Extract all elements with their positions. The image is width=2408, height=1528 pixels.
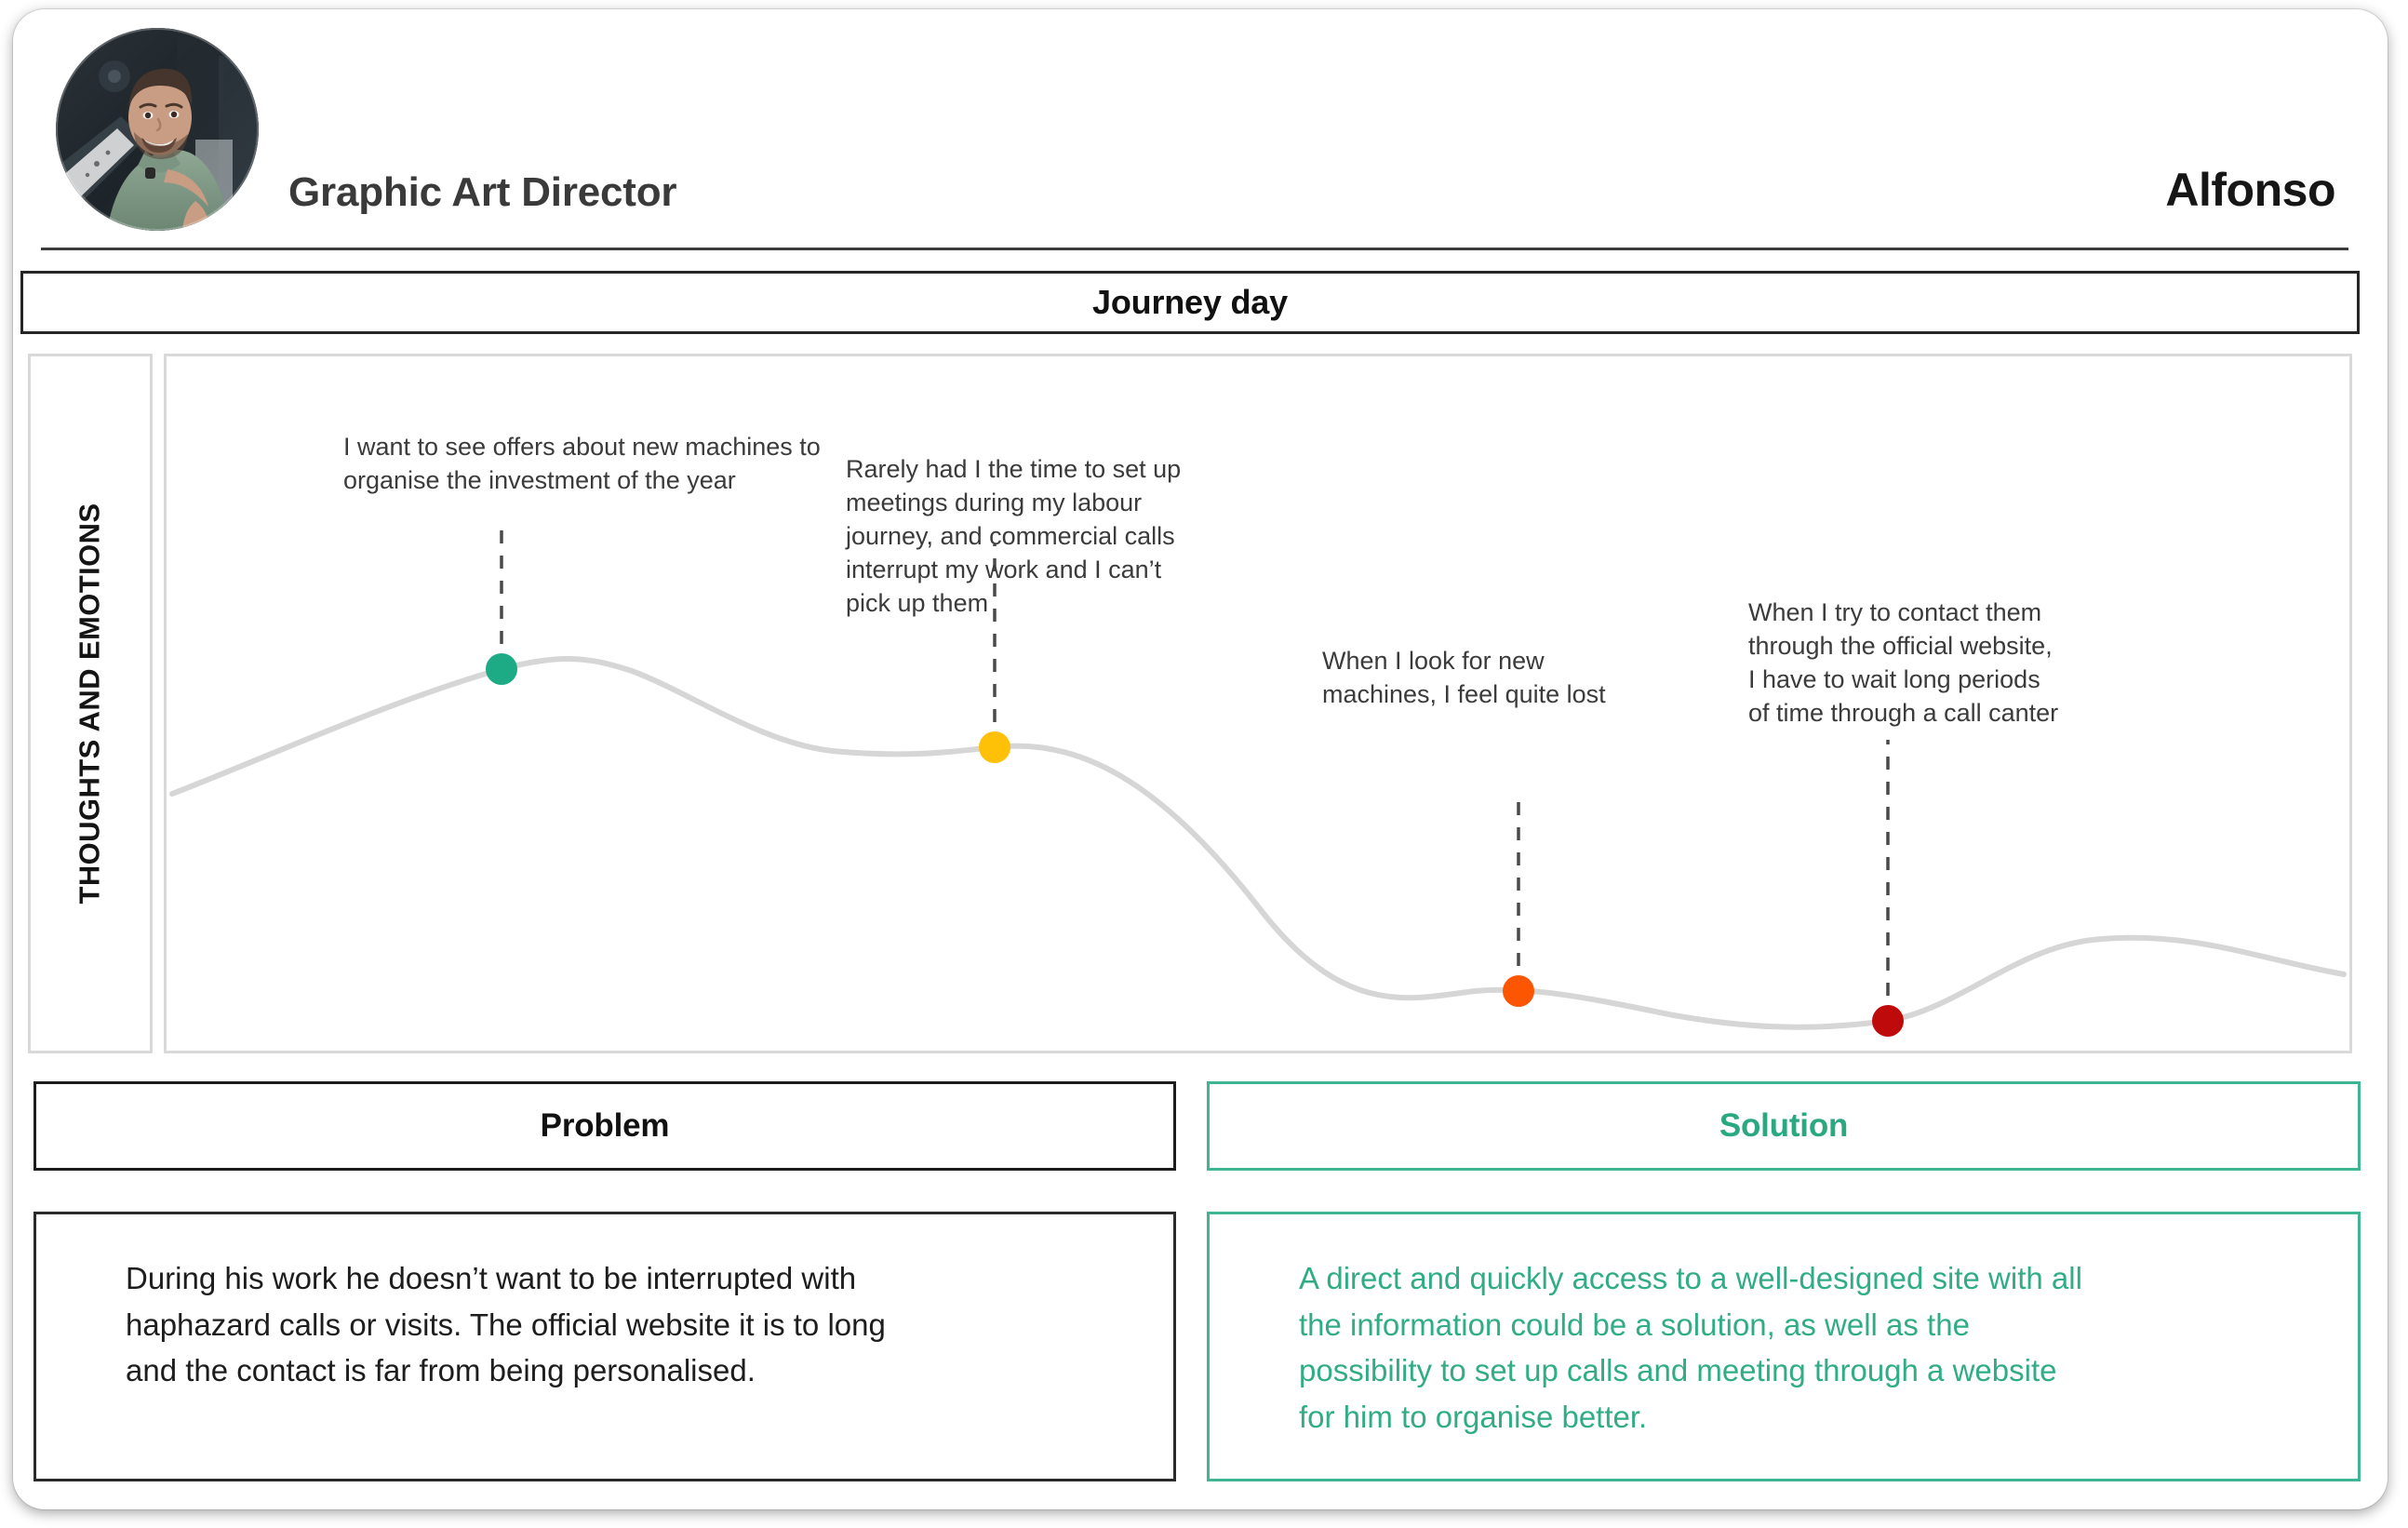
annotation-1: I want to see offers about new machines … <box>343 433 821 494</box>
problem-body-box: During his work he doesn’t want to be in… <box>33 1212 1176 1481</box>
journey-day-bar: Journey day <box>20 271 2360 334</box>
solution-heading: Solution <box>1719 1107 1849 1144</box>
problem-body-text: During his work he doesn’t want to be in… <box>126 1261 886 1387</box>
y-axis-label-box: THOUGHTS AND EMOTIONS <box>28 354 153 1053</box>
annotation-2: Rarely had I the time to set up meetings… <box>846 455 1182 617</box>
emotion-curve-svg <box>169 524 2347 1037</box>
avatar <box>56 28 259 231</box>
emotion-curve-area: I want to see offers about new machines … <box>164 354 2352 1053</box>
thoughts-and-emotions-chart: THOUGHTS AND EMOTIONS I want to see offe… <box>20 354 2360 1053</box>
data-point-3 <box>1503 975 1534 1007</box>
data-point-1 <box>486 653 517 685</box>
journey-day-label: Journey day <box>1092 283 1288 321</box>
header-divider <box>41 248 2348 250</box>
role-title: Graphic Art Director <box>288 169 677 215</box>
data-point-2 <box>979 731 1010 763</box>
header: Graphic Art Director Alfonso <box>13 9 2388 244</box>
avatar-photo-illustration <box>56 28 259 231</box>
problem-heading-box: Problem <box>33 1081 1176 1171</box>
solution-heading-box: Solution <box>1207 1081 2361 1171</box>
solution-body-text: A direct and quickly access to a well-de… <box>1299 1261 2082 1434</box>
persona-journey-card: Graphic Art Director Alfonso Journey day… <box>13 9 2388 1509</box>
emotion-curve-line <box>169 655 2347 1030</box>
annotation-3: When I look for new machines, I feel qui… <box>1322 647 1606 708</box>
y-axis-label: THOUGHTS AND EMOTIONS <box>73 503 106 905</box>
problem-heading: Problem <box>540 1107 670 1144</box>
data-point-4 <box>1872 1005 1904 1037</box>
solution-body-box: A direct and quickly access to a well-de… <box>1207 1212 2361 1481</box>
person-name: Alfonso <box>2165 164 2335 216</box>
annotation-4: When I try to contact them through the o… <box>1748 598 2059 727</box>
